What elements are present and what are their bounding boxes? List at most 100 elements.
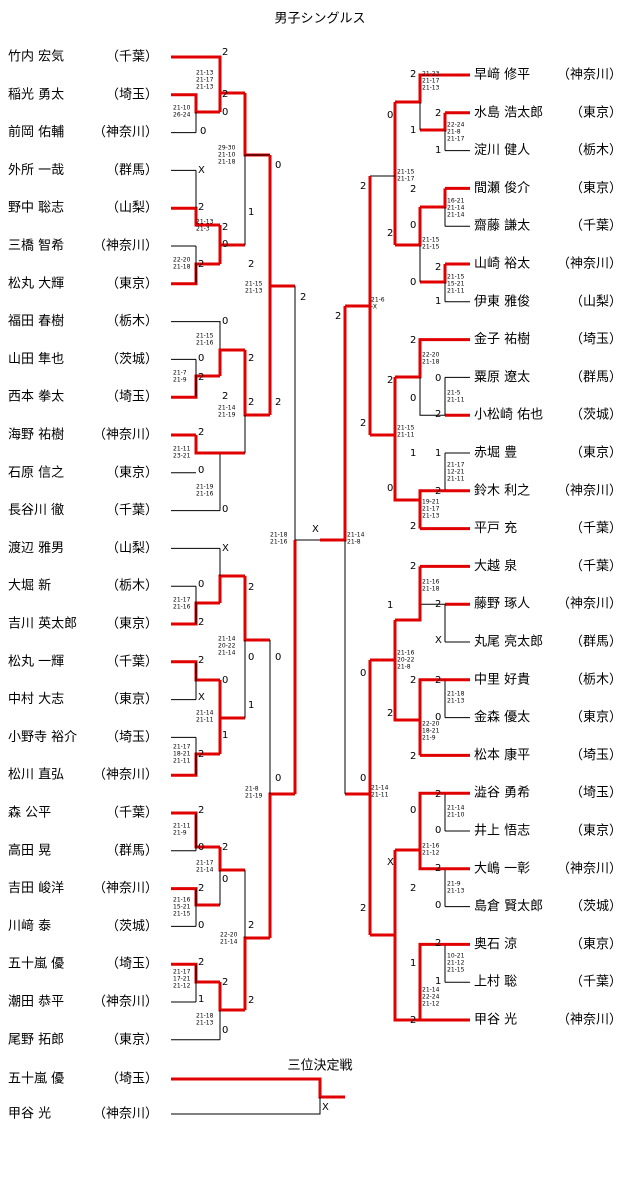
match-result: 0	[198, 842, 204, 853]
match-score: 21-6	[371, 297, 385, 304]
player-name: 三橋 智希	[8, 239, 64, 254]
player-name: 潮田 恭平	[8, 995, 64, 1010]
match-score: 21-14	[447, 205, 465, 212]
bracket-line	[420, 188, 447, 209]
match-score: -X	[371, 304, 377, 311]
bracket-line	[268, 792, 295, 938]
match-score: 21-15	[397, 425, 415, 432]
match-score: 21-23	[422, 71, 440, 78]
player-prefecture: （埼玉）	[106, 957, 158, 972]
match-result: 2	[222, 391, 228, 402]
match-score: 21-16	[397, 650, 415, 657]
player-name: 福田 春樹	[8, 314, 64, 329]
third-place-label: 三位決定戦	[287, 1059, 352, 1074]
player-prefecture: （埼玉）	[570, 748, 622, 763]
match-score: 21-18	[270, 532, 288, 539]
player-prefecture: （東京）	[106, 464, 158, 480]
match-result: 2	[222, 977, 228, 988]
player-name: 澁谷 勇希	[474, 786, 530, 801]
match-score: 21-13	[196, 70, 214, 77]
player-prefecture: （栃木）	[570, 143, 622, 158]
player-name: 井上 悟志	[474, 824, 530, 839]
match-score: 20-22	[218, 643, 236, 650]
player-name: 藤野 琢人	[474, 597, 530, 612]
match-result: 0	[222, 675, 228, 686]
match-score: 21-9	[422, 735, 436, 742]
match-result: 0	[387, 110, 393, 121]
match-result: 2	[410, 335, 416, 346]
player-prefecture: （千葉）	[106, 654, 158, 669]
match-result: 1	[222, 730, 228, 741]
match-result: 2	[275, 397, 281, 408]
player-prefecture: （神奈川）	[93, 428, 158, 443]
player-name: 小松崎 佑也	[474, 408, 543, 423]
match-result: 1	[435, 296, 441, 307]
player-prefecture: （茨城）	[570, 899, 622, 914]
match-score: 21-17	[196, 77, 214, 84]
player-prefecture: （東京）	[570, 445, 622, 461]
match-result: 1	[435, 448, 441, 459]
player-name: 川﨑 泰	[8, 918, 51, 934]
match-score: 26-24	[173, 112, 191, 119]
match-score: 21-17	[397, 176, 415, 183]
match-score: 21-11	[173, 446, 191, 453]
match-result: 2	[248, 995, 254, 1006]
match-score: 21-12	[173, 983, 191, 990]
match-score: 21-9	[447, 881, 461, 888]
match-score: 21-14	[447, 212, 465, 219]
match-result: 2	[198, 883, 204, 894]
match-result: 0	[360, 773, 366, 784]
player-name: 西本 拳太	[8, 389, 64, 405]
match-score: 21-11	[447, 476, 465, 483]
match-result: 1	[435, 145, 441, 156]
match-score: 21-18	[218, 159, 236, 166]
match-result: 0	[410, 277, 416, 288]
player-name: 粟原 遼太	[474, 370, 530, 385]
match-result: X	[198, 165, 205, 176]
match-result: 2	[360, 418, 366, 429]
match-score: 21-5	[447, 390, 461, 397]
player-name: 野中 聡志	[8, 201, 64, 216]
match-score: 21-17	[173, 969, 191, 976]
match-score: 21-10	[218, 152, 236, 159]
match-score: 21-16	[422, 843, 440, 850]
match-result: 2	[410, 1015, 416, 1026]
match-result: 2	[248, 353, 254, 364]
player-name: 金子 祐樹	[474, 331, 530, 347]
match-result: 2	[435, 108, 441, 119]
match-score: 21-15	[245, 281, 263, 288]
match-result: 0	[275, 773, 281, 784]
match-score: 21-17	[173, 744, 191, 751]
player-prefecture: （埼玉）	[570, 332, 622, 347]
match-result: 2	[198, 805, 204, 816]
match-result: 2	[248, 259, 254, 270]
bracket-line	[395, 73, 445, 104]
match-result: 2	[435, 409, 441, 420]
match-result: 0	[435, 712, 441, 723]
match-result: 2	[335, 311, 341, 322]
player-prefecture: （神奈川）	[93, 881, 158, 896]
match-result: 0	[222, 239, 228, 250]
match-result: 1	[248, 700, 254, 711]
player-name: 大堀 新	[8, 578, 51, 594]
match-result: 2	[410, 883, 416, 894]
match-result: 0	[198, 353, 204, 364]
match-result: 2	[435, 863, 441, 874]
match-score: 21-14	[218, 650, 236, 657]
match-result: 0	[387, 483, 393, 494]
player-name: 五十嵐 優	[8, 957, 64, 972]
match-score: 21-3	[196, 226, 210, 233]
player-name: 中里 好貴	[474, 672, 530, 687]
match-result: 0	[222, 504, 228, 515]
match-result: X	[198, 692, 205, 703]
match-result: 1	[198, 994, 204, 1005]
match-result: 2	[198, 655, 204, 666]
match-result: 2	[360, 903, 366, 914]
player-name: 奥石 涼	[474, 937, 517, 952]
match-result: 2	[198, 617, 204, 628]
match-score: 21-7	[173, 370, 187, 377]
player-prefecture: （埼玉）	[106, 87, 158, 102]
match-score: 10-21	[447, 953, 465, 960]
player-name: 大越 泉	[474, 558, 517, 574]
bracket-line	[218, 348, 245, 376]
